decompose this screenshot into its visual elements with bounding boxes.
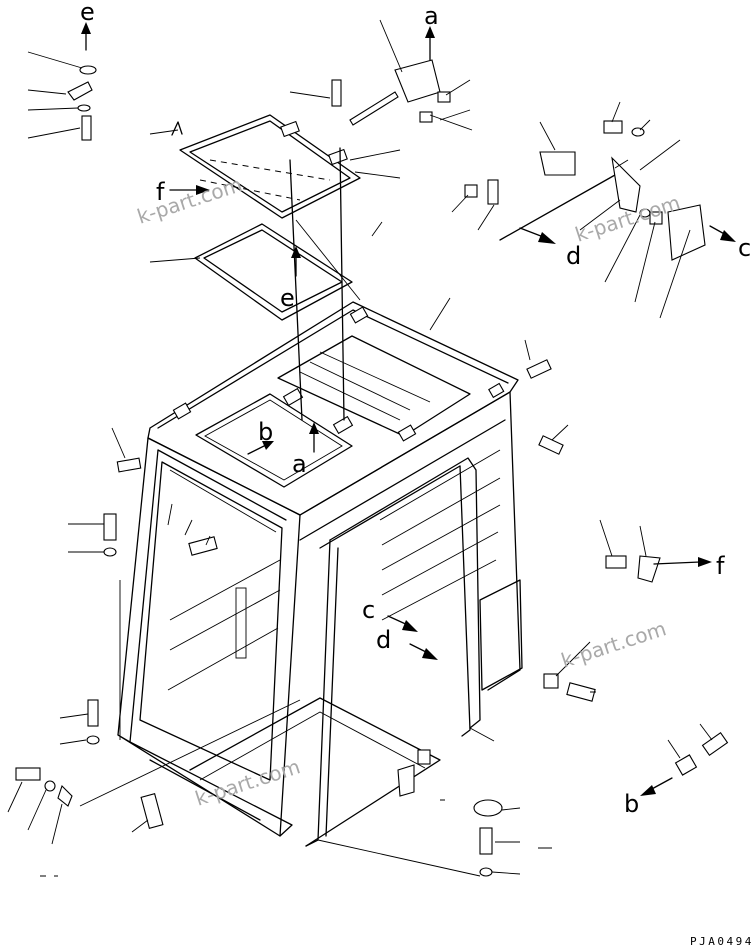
- fastener-parts: [15, 59, 729, 877]
- ref-label-b-lower: b: [624, 790, 639, 818]
- leader-lines: [7, 19, 713, 877]
- ref-label-c-cab: c: [362, 596, 375, 624]
- ref-label-c-upper: c: [738, 234, 751, 262]
- cab-frame: [117, 301, 523, 847]
- watermark-top: k-part.com: [134, 172, 245, 228]
- ref-label-d-upper: d: [566, 242, 581, 270]
- reference-arrows: [81, 22, 736, 796]
- ref-label-b-cab: b: [258, 418, 273, 446]
- ref-label-a-cab: a: [292, 450, 307, 478]
- watermark-right: k-part.com: [558, 616, 669, 672]
- ref-label-f-left: f: [156, 178, 165, 206]
- reference-labels: a a b b c c d d e e f f: [80, 0, 751, 818]
- figure-code: PJA0494: [690, 935, 752, 948]
- roof-hatch-assembly: [171, 114, 361, 321]
- ref-label-a-top: a: [424, 2, 439, 30]
- ref-label-e-top: e: [80, 0, 95, 26]
- ref-label-e-mid: e: [280, 284, 295, 312]
- ref-label-f-right: f: [716, 552, 725, 580]
- ref-label-d-cab: d: [376, 626, 391, 654]
